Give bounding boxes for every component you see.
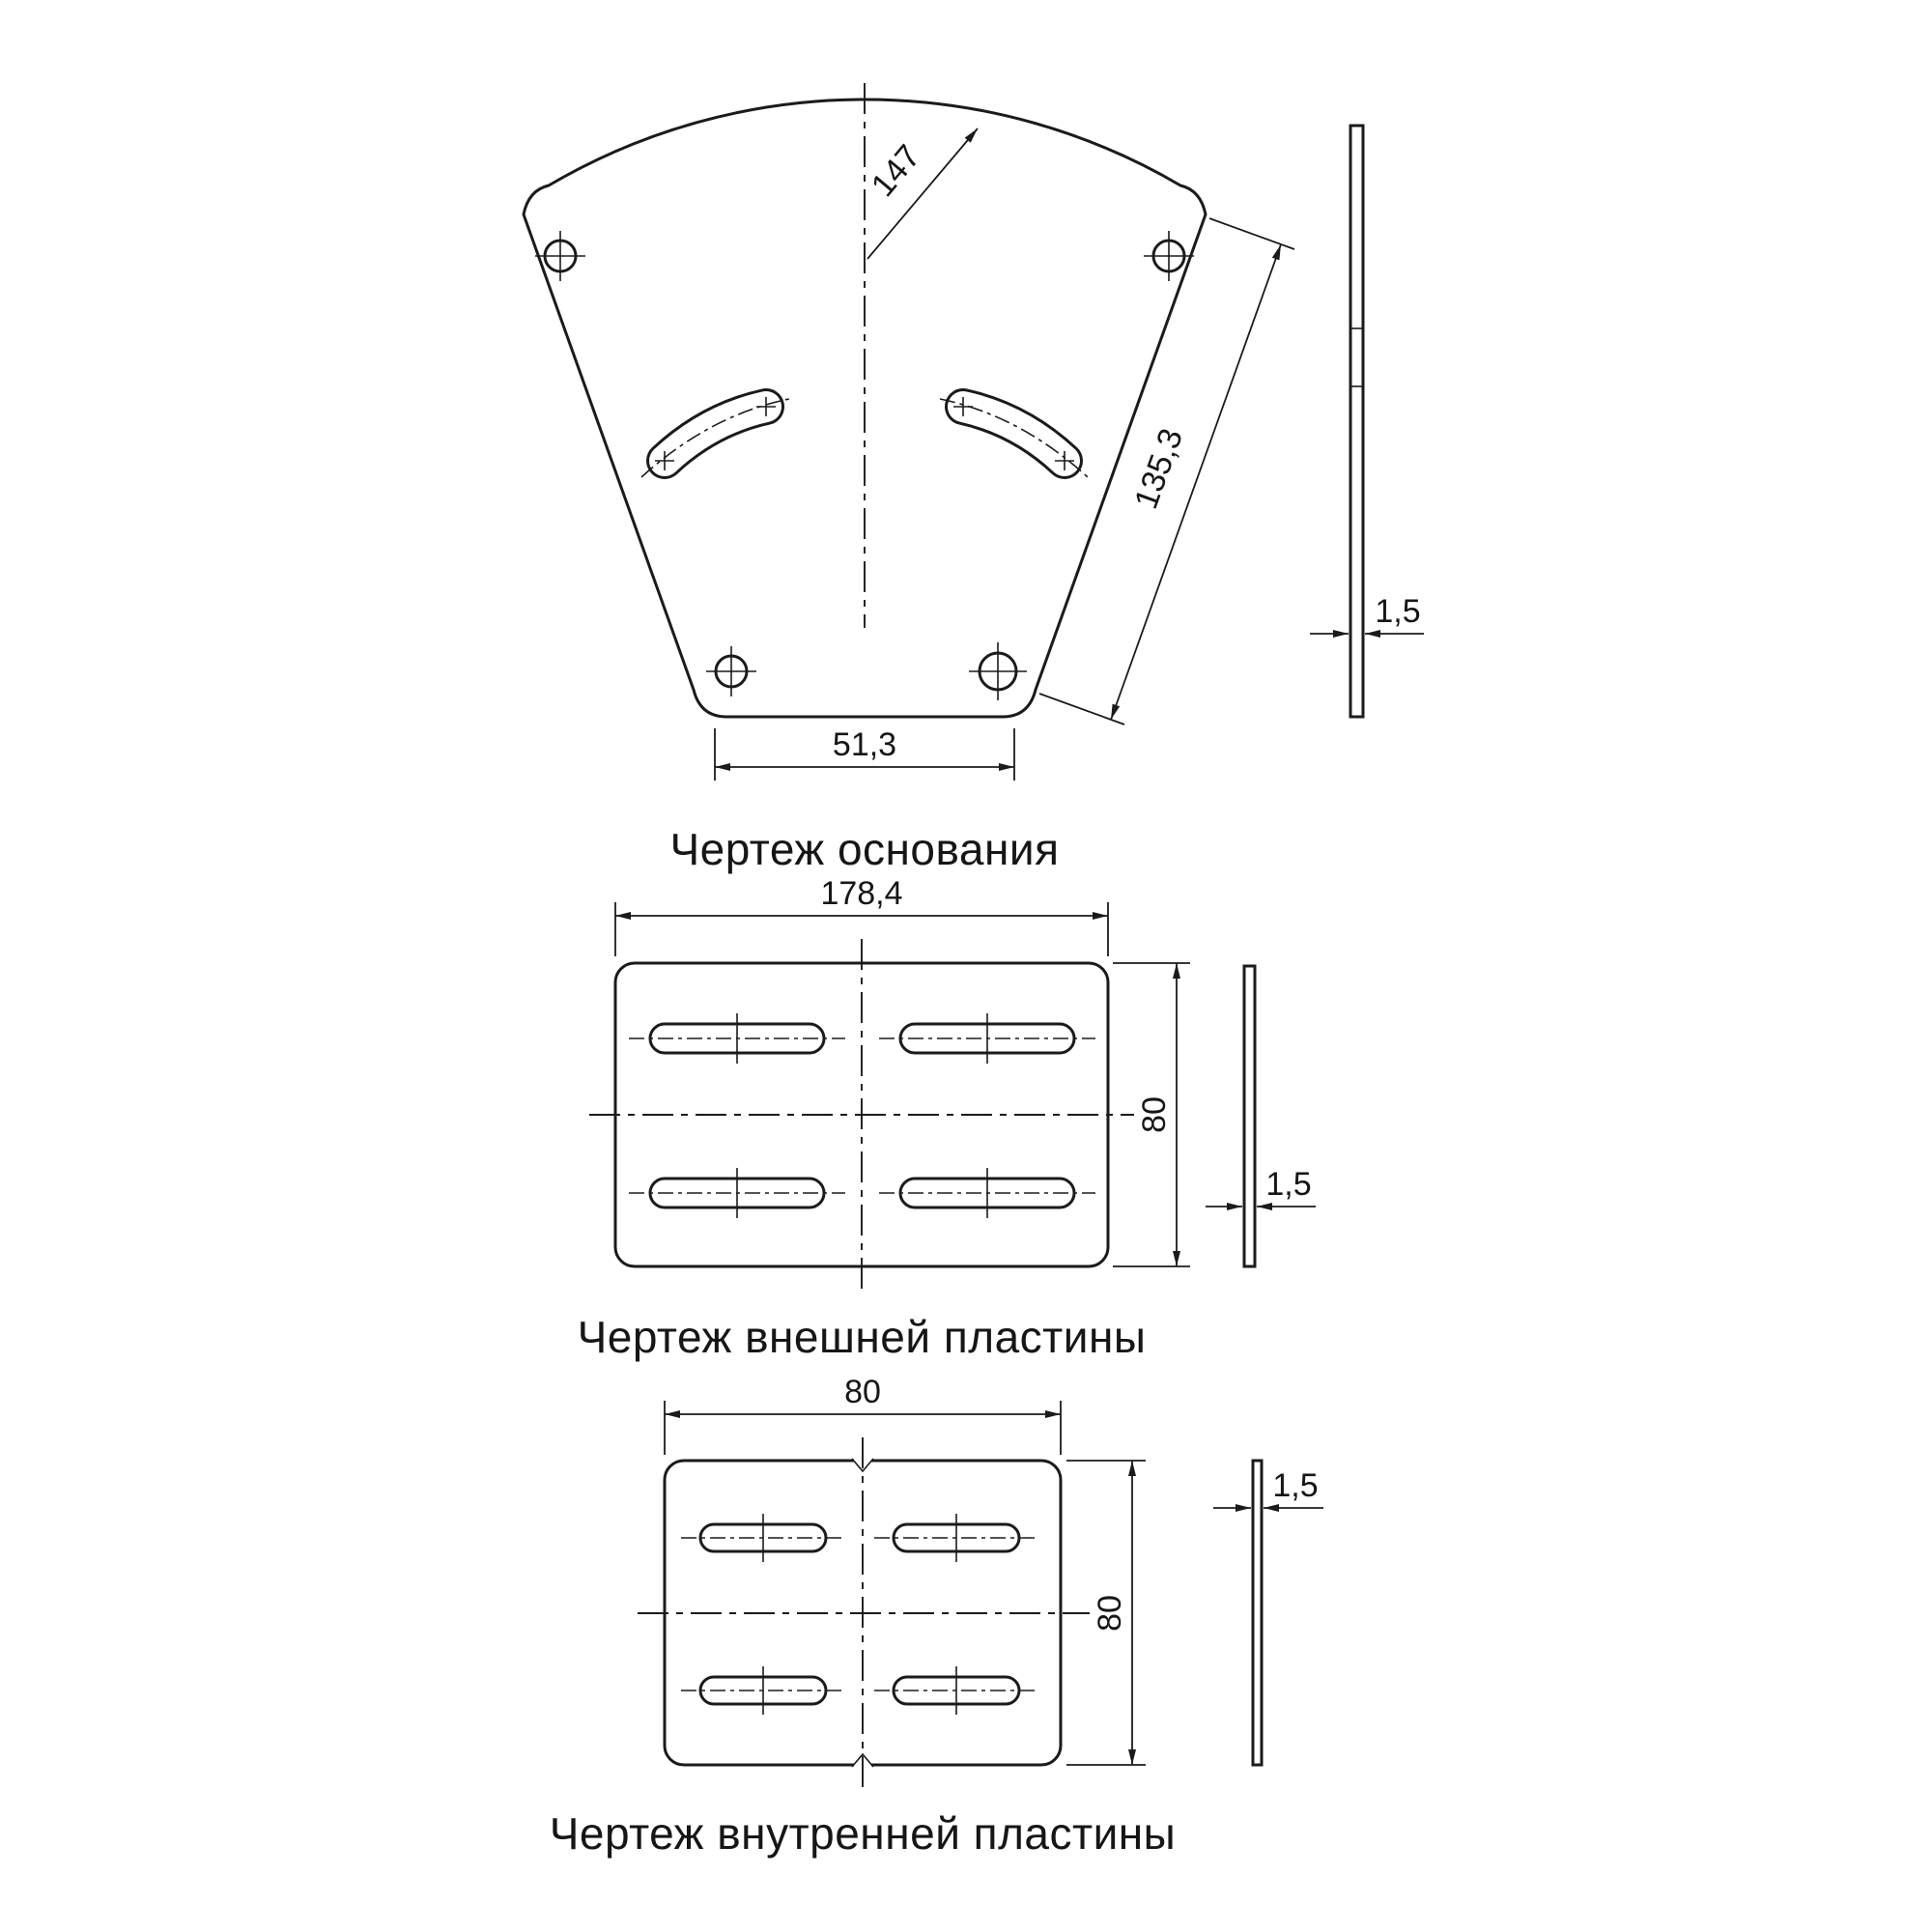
- outer-plate-slot-top-left: [629, 1013, 845, 1064]
- inner-plate-dim-height-label: 80: [1092, 1595, 1128, 1632]
- base-dim-side-label: 135,3: [1127, 424, 1190, 514]
- base-dim-bottom-label: 51,3: [833, 726, 896, 763]
- inner-plate-slot-bottom-left: [681, 1666, 845, 1715]
- outer-plate-slot-top-right: [879, 1013, 1095, 1064]
- outer-plate-drawing: 178,4 80 1,5 Чертеж внешней пластины: [578, 875, 1316, 1362]
- base-title: Чертеж основания: [669, 824, 1059, 874]
- base-curved-slot-left: [640, 388, 790, 479]
- inner-plate-side-view: 1,5: [1213, 1459, 1323, 1767]
- inner-plate-dim-width: 80: [664, 1374, 1062, 1455]
- outer-plate-dim-width: 178,4: [614, 875, 1109, 956]
- outer-plate-slot-bottom-left: [629, 1168, 845, 1218]
- inner-plate-dim-height: 80: [1066, 1460, 1146, 1766]
- inner-plate-drawing: 80 80 1,5 Чертеж внутренней пластины: [550, 1374, 1323, 1859]
- inner-plate-dim-width-label: 80: [844, 1374, 881, 1410]
- inner-plate-title: Чертеж внутренней пластины: [550, 1808, 1177, 1859]
- base-side-view: 1,5: [1310, 124, 1424, 719]
- inner-plate-slot-top-right: [874, 1514, 1038, 1562]
- inner-plate-dim-thickness-label: 1,5: [1272, 1467, 1318, 1504]
- base-curved-slot-right: [939, 388, 1089, 479]
- outer-plate-dim-height-label: 80: [1136, 1096, 1173, 1133]
- outer-plate-dim-width-label: 178,4: [820, 875, 902, 912]
- outer-plate-dim-thickness-label: 1,5: [1265, 1166, 1311, 1203]
- outer-plate-dim-height: 80: [1113, 962, 1190, 1267]
- inner-plate-slot-top-left: [681, 1514, 845, 1562]
- outer-plate-title: Чертеж внешней пластины: [578, 1312, 1147, 1362]
- base-dim-bottom: 51,3: [714, 726, 1015, 781]
- base-hole-top-left: [535, 231, 585, 281]
- base-dim-thickness-label: 1,5: [1375, 593, 1420, 630]
- outer-plate-slot-bottom-right: [879, 1168, 1095, 1218]
- base-hole-bottom-right: [969, 642, 1027, 700]
- base-drawing: 147 135,3 51,3 1,5 Чертеж основания: [522, 83, 1424, 874]
- inner-plate-slot-bottom-right: [874, 1666, 1038, 1715]
- base-hole-bottom-left: [706, 646, 756, 696]
- outer-plate-side-view: 1,5: [1206, 964, 1316, 1268]
